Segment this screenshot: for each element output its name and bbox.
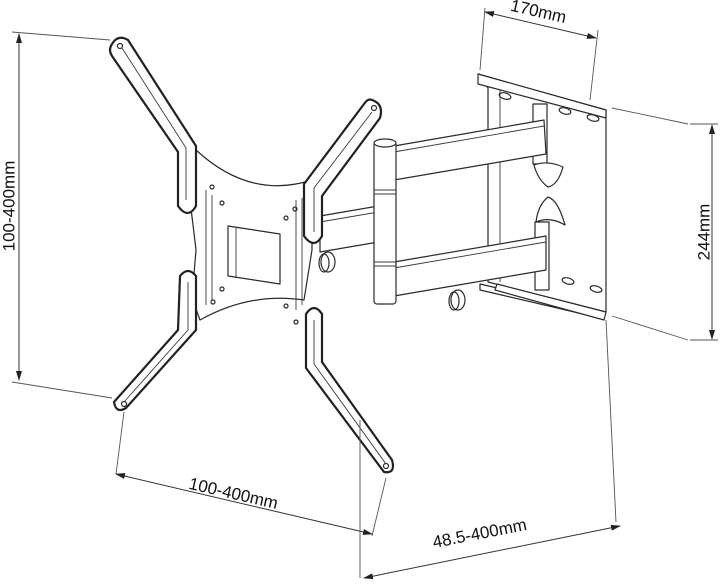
dim-wall-plate-height [611,107,718,341]
dim-vesa-horizontal [115,411,387,537]
articulating-arm [318,119,547,311]
label-vesa-vertical: 100-400mm [0,160,19,252]
label-wall-plate-height: 244mm [694,203,714,261]
mounting-arm-bottom-right [304,306,395,474]
mounting-arm-bottom-left [112,269,198,412]
dim-vesa-vertical [11,31,113,399]
mounting-arm-top-right [302,98,383,245]
dim-wall-plate-width [479,7,599,101]
wall-plate [477,73,607,321]
mounting-arm-top-left [108,36,198,215]
dim-extension [359,319,621,580]
vesa-plate [189,149,313,325]
